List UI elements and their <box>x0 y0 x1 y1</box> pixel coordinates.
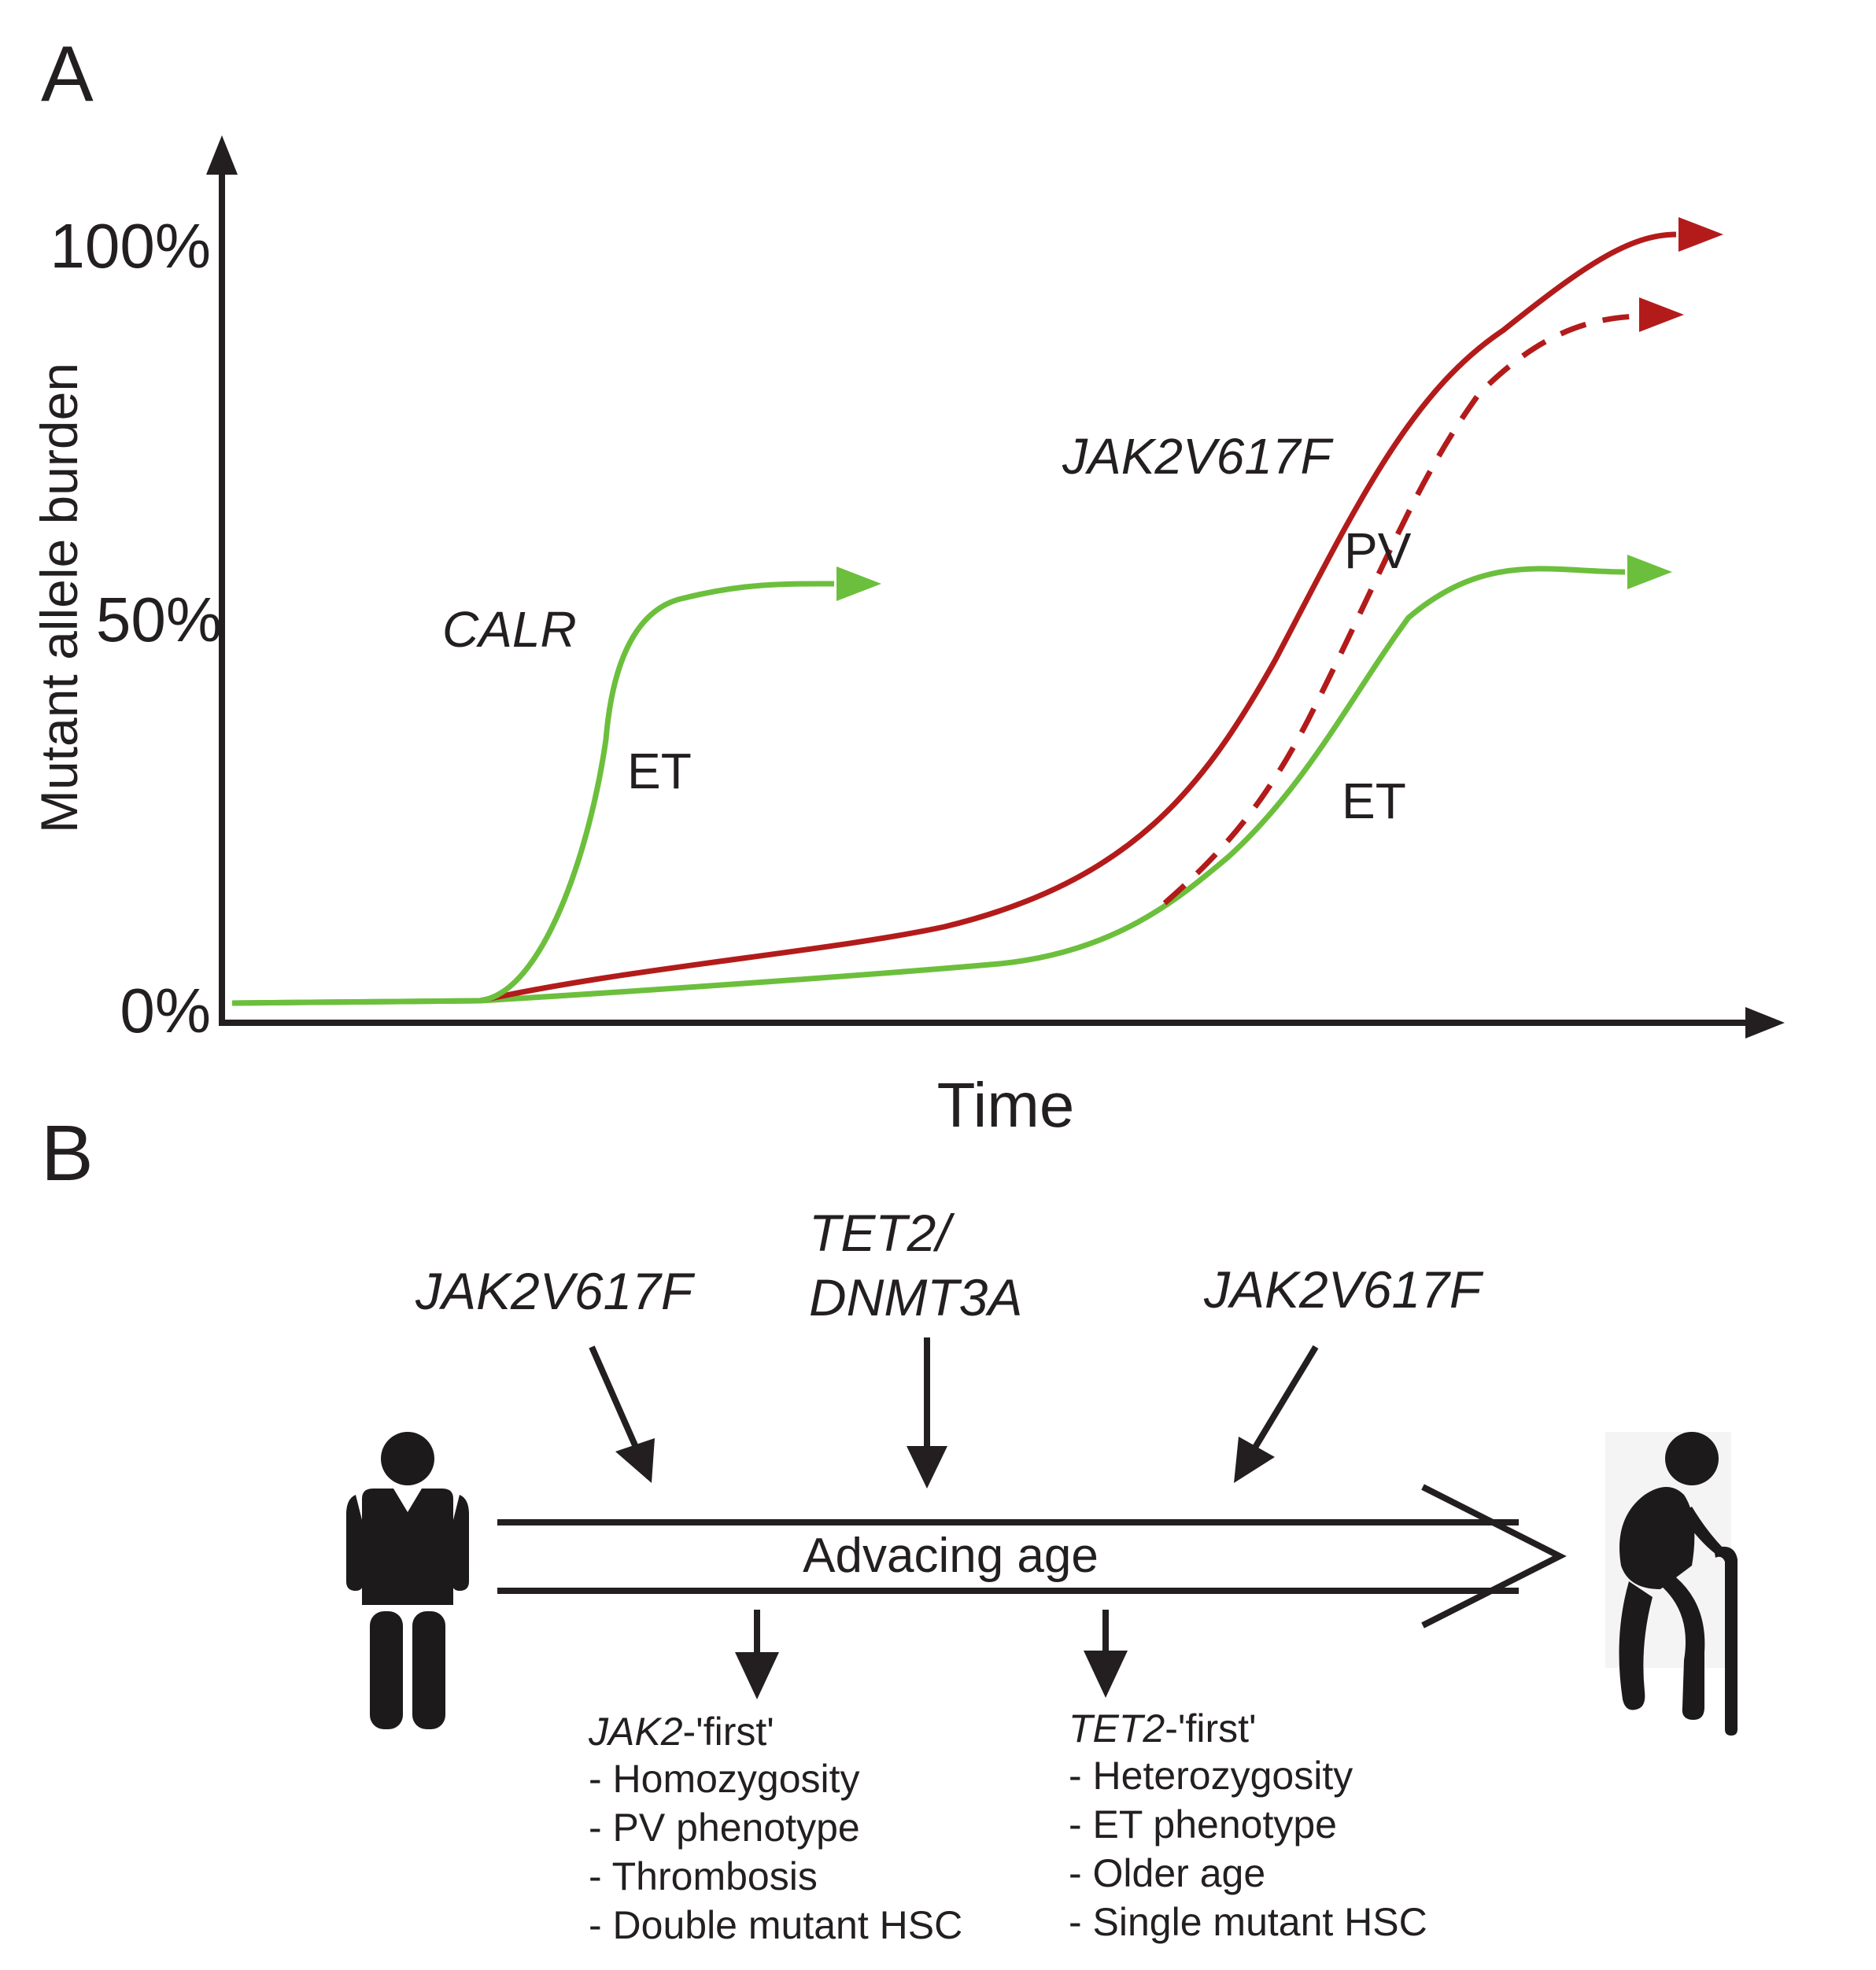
elderly-person-icon <box>1605 1432 1738 1736</box>
calr-et-label: ET <box>627 743 692 799</box>
advancing-age-label: Advacing age <box>803 1529 1099 1583</box>
young-person-icon <box>346 1432 469 1729</box>
calr-curve <box>231 581 835 1006</box>
panel-b: B JAK2V617F TET2/ DNMT3A JAK2V617F Advac… <box>41 1109 1738 1947</box>
y-tick-50: 50% <box>96 585 222 655</box>
pv-label: PV <box>1344 522 1412 579</box>
arrow-left-head <box>615 1438 655 1483</box>
jak2-first-item-1: - Homozygosity <box>589 1757 860 1801</box>
tet2-first-item-3: - Older age <box>1069 1851 1265 1895</box>
panel-a-label: A <box>41 30 94 118</box>
mutation-left-label: JAK2V617F <box>415 1262 696 1320</box>
mutation-right-label: JAK2V617F <box>1203 1260 1484 1319</box>
jak2-first-item-2: - PV phenotype <box>589 1806 860 1850</box>
jak2-et-curve <box>231 566 1626 1006</box>
tet2-first-heading: TET2-'first' <box>1069 1706 1257 1750</box>
jak2-et-label: ET <box>1342 773 1406 829</box>
x-axis-arrowhead <box>1745 1007 1785 1038</box>
jak2-pv-arrowhead <box>1678 217 1723 252</box>
arrow-right-head <box>1234 1437 1275 1483</box>
y-tick-0: 0% <box>120 976 211 1046</box>
jak2-gene-label: JAK2V617F <box>1062 428 1334 485</box>
y-tick-100: 100% <box>50 211 211 281</box>
x-axis-title: Time <box>937 1070 1075 1140</box>
panel-b-label: B <box>41 1109 94 1197</box>
calr-arrowhead <box>836 566 881 601</box>
jak2-first-heading: JAK2-'first' <box>588 1710 774 1754</box>
jak2-first-item-3: - Thrombosis <box>589 1854 818 1898</box>
jak2-dashed-arrowhead <box>1639 297 1684 332</box>
panel-a: A 100% 50% 0% Mutant allele burden Time … <box>30 30 1785 1140</box>
y-axis-arrowhead <box>206 135 238 175</box>
calr-gene-label: CALR <box>442 601 577 658</box>
jak2-et-arrowhead <box>1627 555 1672 589</box>
mutation-middle-label-1: TET2/ <box>809 1204 955 1262</box>
mutation-middle-label-2: DNMT3A <box>809 1268 1022 1326</box>
advancing-age-arrow <box>497 1484 1567 1629</box>
jak2-first-list: JAK2-'first' - Homozygosity - PV phenoty… <box>588 1710 962 1947</box>
tet2-first-item-2: - ET phenotype <box>1069 1802 1337 1846</box>
jak2-pv-curve <box>479 231 1677 1004</box>
jak2-first-item-4: - Double mutant HSC <box>589 1903 962 1947</box>
arrow-down-tet2-first-head <box>1084 1651 1128 1698</box>
arrow-down-jak2-first-head <box>735 1652 779 1699</box>
tet2-first-item-4: - Single mutant HSC <box>1069 1900 1427 1944</box>
tet2-first-list: TET2-'first' - Heterozygosity - ET pheno… <box>1069 1706 1427 1944</box>
arrow-middle-head <box>907 1446 947 1489</box>
arrow-right-mutation <box>1248 1345 1319 1456</box>
curves <box>231 217 1723 1006</box>
y-axis-title: Mutant allele burden <box>30 363 88 833</box>
tet2-first-item-1: - Heterozygosity <box>1069 1754 1353 1798</box>
jak2-dashed-curve <box>1162 313 1638 906</box>
